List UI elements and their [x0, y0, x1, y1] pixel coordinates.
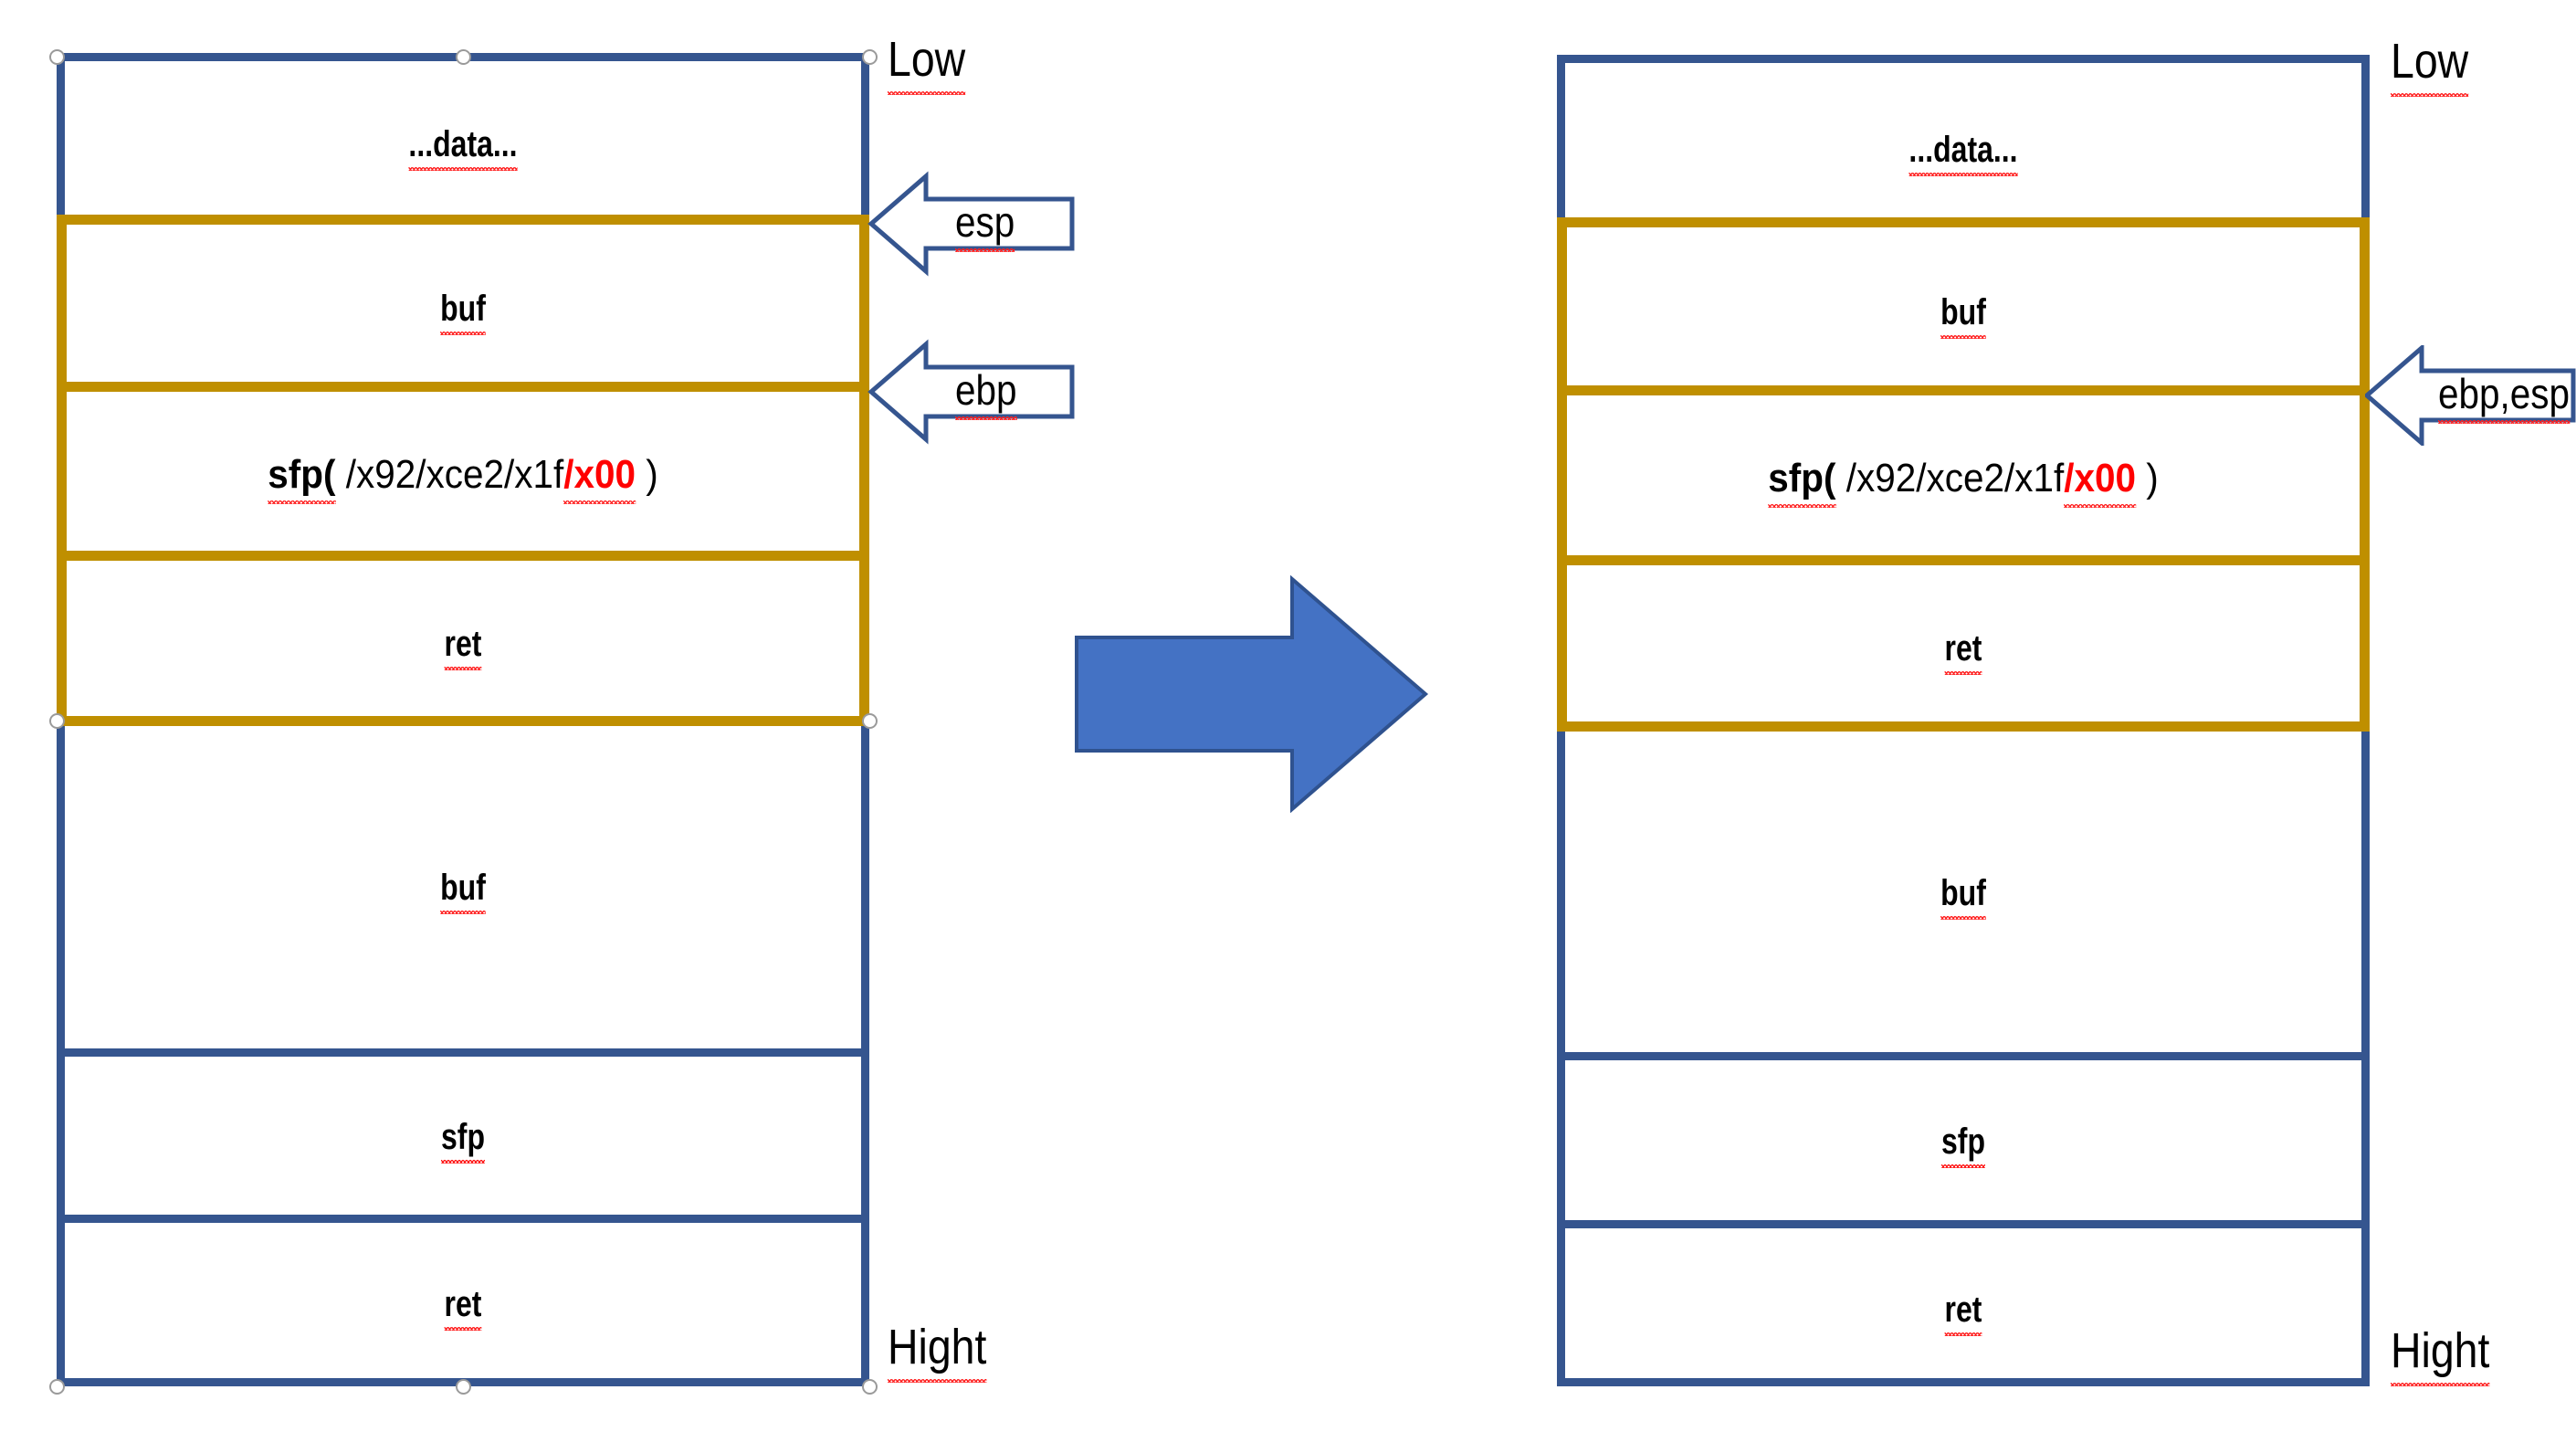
selection-handle-bottom-right[interactable] — [862, 1379, 878, 1395]
selection-handle-middle-left[interactable] — [49, 713, 65, 729]
right-gold-overlay-frame — [1557, 217, 2370, 732]
left-cell-label-sfp-payload: sfp( /x92/xce2/x1f/x00 ) — [268, 452, 658, 504]
right-cell-label-buf-bottom: buf — [1940, 873, 1987, 920]
selection-handle-top-right[interactable] — [862, 49, 878, 65]
left-stack-diagram[interactable]: ...data... buf sfp( /x92/xce2/x1f/x00 ) … — [0, 0, 1075, 1432]
left-cell-label-sfp-bottom: sfp — [441, 1117, 485, 1164]
right-cell-label-data: ...data... — [1908, 130, 2018, 176]
ebp-pointer-callout[interactable]: ebp — [867, 339, 1114, 445]
right-divider-buf-sfp — [1557, 1052, 2370, 1060]
selection-handle-top-left[interactable] — [49, 49, 65, 65]
left-cell-label-data: ...data... — [408, 124, 518, 171]
right-gold-divider-sfp-ret — [1557, 555, 2370, 565]
ebp-esp-pointer-label: ebp,esp — [2438, 370, 2571, 425]
esp-pointer-callout[interactable]: esp — [867, 171, 1114, 277]
selection-handle-middle-right[interactable] — [862, 713, 878, 729]
left-gold-divider-buf-sfp — [57, 382, 869, 392]
left-gold-overlay-frame — [57, 215, 869, 726]
selection-handle-bottom-left[interactable] — [49, 1379, 65, 1395]
left-label-hight: Hight — [888, 1320, 987, 1383]
selection-handle-bottom-center[interactable] — [456, 1379, 471, 1395]
left-divider-sfp-ret — [57, 1215, 869, 1223]
ebp-esp-pointer-callout[interactable]: ebp,esp — [2365, 345, 2576, 446]
right-label-hight: Hight — [2391, 1323, 2490, 1386]
right-cell-label-sfp-bottom: sfp — [1941, 1121, 1985, 1168]
left-divider-buf-sfp — [57, 1048, 869, 1057]
ebp-esp-arrow-shape — [2365, 345, 2576, 446]
left-cell-label-buf-top: buf — [440, 289, 487, 335]
right-cell-label-buf-top: buf — [1940, 292, 1987, 339]
right-gold-divider-buf-sfp — [1557, 385, 2370, 395]
right-divider-sfp-ret — [1557, 1220, 2370, 1228]
transition-arrow-shape — [1075, 574, 1429, 814]
right-cell-label-sfp-payload: sfp( /x92/xce2/x1f/x00 ) — [1768, 456, 2159, 508]
ebp-pointer-label: ebp — [955, 366, 1017, 421]
esp-arrow-shape — [867, 171, 1075, 277]
ebp-arrow-shape — [867, 339, 1075, 445]
right-cell-label-ret-top: ret — [1944, 628, 1982, 675]
right-label-low: Low — [2391, 34, 2469, 97]
left-gold-divider-sfp-ret — [57, 551, 869, 561]
left-cell-label-ret-top: ret — [444, 624, 482, 670]
selection-handle-top-center[interactable] — [456, 49, 471, 65]
left-label-low: Low — [888, 32, 966, 95]
right-stack-diagram[interactable]: ...data... buf sfp( /x92/xce2/x1f/x00 ) … — [1507, 0, 2576, 1432]
left-cell-label-buf-bottom: buf — [440, 868, 487, 914]
right-cell-label-ret-bottom: ret — [1944, 1290, 1982, 1336]
left-cell-label-ret-bottom: ret — [444, 1284, 482, 1331]
esp-pointer-label: esp — [955, 198, 1015, 253]
transition-arrow — [1073, 574, 1429, 814]
